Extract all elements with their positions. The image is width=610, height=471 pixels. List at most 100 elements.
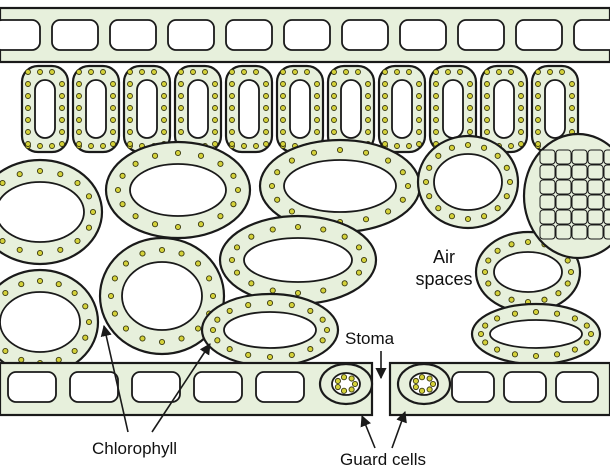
chloroplast — [210, 293, 215, 298]
chloroplast — [198, 153, 203, 158]
chloroplast — [363, 150, 368, 155]
palisade-vacuole — [494, 80, 514, 138]
chloroplast — [427, 165, 432, 170]
vein-cell — [588, 165, 603, 179]
chloroplast — [536, 106, 541, 111]
chloroplast — [509, 242, 514, 247]
chloroplast — [485, 130, 490, 135]
chloroplast — [77, 82, 82, 87]
chloroplast — [556, 291, 561, 296]
epidermal-cell — [110, 20, 156, 50]
chloroplast — [542, 297, 547, 302]
chloroplast — [38, 70, 43, 75]
chloroplast — [337, 147, 342, 152]
chloroplast — [483, 340, 488, 345]
chloroplast — [332, 70, 337, 75]
chloroplast — [112, 276, 117, 281]
chloroplast — [495, 206, 500, 211]
chloroplast — [128, 118, 133, 123]
palisade-cell — [226, 66, 272, 152]
guard-cells — [320, 364, 450, 404]
chloroplast — [417, 94, 422, 99]
chloroplast — [565, 258, 570, 263]
chloroplast — [536, 142, 541, 147]
chloroplast — [229, 257, 234, 262]
vein-cell — [540, 150, 555, 164]
guard-cells-label: Guard cells — [340, 450, 426, 470]
chloroplast — [26, 142, 31, 147]
chloroplast — [162, 82, 167, 87]
chloroplast — [332, 82, 337, 87]
vein-cell — [604, 180, 610, 194]
chloroplast — [213, 106, 218, 111]
chloroplast — [335, 378, 340, 383]
vein-cell — [588, 210, 603, 224]
chloroplast — [179, 251, 184, 256]
chloroplast — [254, 70, 259, 75]
chloroplast — [548, 70, 553, 75]
chloroplast — [295, 224, 300, 229]
chloroplast — [264, 142, 269, 147]
epidermal-cell — [516, 20, 562, 50]
chloroplast — [289, 302, 294, 307]
chloroplast — [77, 106, 82, 111]
chloroplast — [395, 144, 400, 149]
epidermal-cell — [284, 20, 330, 50]
chloroplast — [519, 82, 524, 87]
chloroplast — [162, 130, 167, 135]
chloroplast — [111, 118, 116, 123]
chloroplast — [495, 153, 500, 158]
chloroplast — [58, 247, 63, 252]
epidermal-cell — [342, 20, 388, 50]
chloroplast — [83, 304, 88, 309]
chloroplast — [123, 261, 128, 266]
chloroplast — [227, 346, 232, 351]
chloroplast — [560, 70, 565, 75]
chloroplast — [519, 142, 524, 147]
chloroplast — [423, 179, 428, 184]
chloroplast — [525, 239, 530, 244]
palisade-vacuole — [188, 80, 208, 138]
chloroplast — [554, 311, 559, 316]
chloroplast — [383, 142, 388, 147]
vein-cell — [604, 210, 610, 224]
chloroplast — [191, 70, 196, 75]
chloroplast — [179, 82, 184, 87]
chloroplast — [315, 82, 320, 87]
chloroplast — [0, 180, 5, 185]
chloroplast — [26, 82, 31, 87]
vein-cell — [572, 210, 587, 224]
epidermal-cell — [0, 20, 40, 50]
chloroplast — [519, 130, 524, 135]
chloroplast — [140, 336, 145, 341]
chloroplast — [179, 336, 184, 341]
chloroplast — [332, 94, 337, 99]
chloroplast — [427, 376, 432, 381]
chloroplast — [159, 247, 164, 252]
chloroplast — [120, 202, 125, 207]
chloroplast — [17, 172, 22, 177]
epidermal-cell — [458, 20, 504, 50]
chloroplast — [335, 384, 340, 389]
chloroplast — [383, 130, 388, 135]
chloroplast — [60, 130, 65, 135]
chloroplast — [519, 118, 524, 123]
chloroplast — [249, 281, 254, 286]
chloroplast — [152, 222, 157, 227]
chloroplast — [446, 70, 451, 75]
chloroplast — [235, 187, 240, 192]
chloroplast — [512, 352, 517, 357]
vein-cell — [588, 150, 603, 164]
epidermal-cell — [8, 372, 56, 402]
palisade-cell — [277, 66, 323, 152]
palisade-cell — [175, 66, 221, 152]
chloroplast — [495, 291, 500, 296]
air-spaces-label-line1: Air — [414, 246, 474, 268]
chloroplast — [385, 158, 390, 163]
epidermal-cell — [52, 20, 98, 50]
chloroplast — [203, 70, 208, 75]
chloroplast — [352, 381, 357, 386]
chloroplast — [86, 225, 91, 230]
epidermal-cell — [226, 20, 272, 50]
